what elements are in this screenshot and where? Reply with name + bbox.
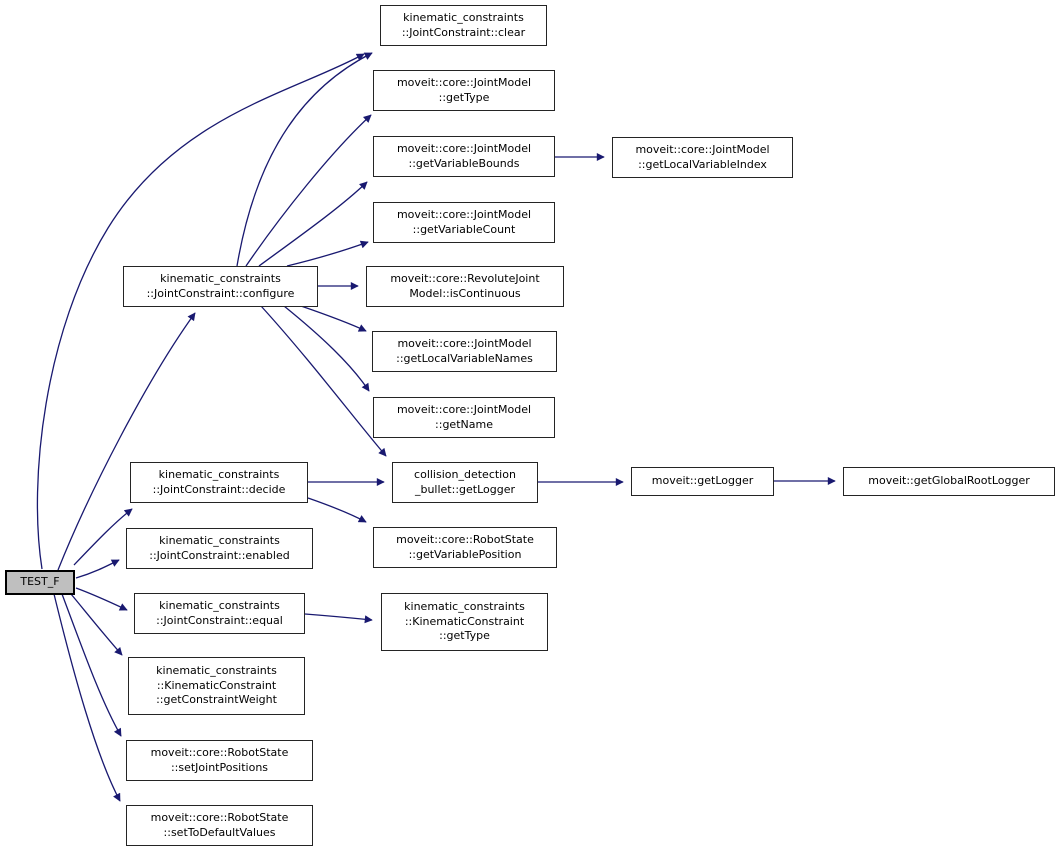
node-label: moveit::core::JointModel <box>397 337 532 350</box>
node-label: kinematic_constraints <box>404 600 525 614</box>
edge-configure-clear <box>236 52 373 267</box>
node-label: moveit::core::RevoluteJoint <box>390 272 540 285</box>
node-kinematicconstraint-getconstraintweight[interactable]: kinematic_constraints ::KinematicConstra… <box>128 657 305 715</box>
node-label: kinematic_constraints <box>160 272 281 285</box>
node-label: ::JointConstraint::clear <box>401 25 526 39</box>
edge-test_f-get_constraint_weight <box>70 593 123 656</box>
node-jointmodel-getlocalvariablenames[interactable]: moveit::core::JointModel ::getLocalVaria… <box>372 331 557 372</box>
node-label: moveit::core::RobotState <box>150 746 289 759</box>
edge-test_f-clear <box>36 53 365 570</box>
node-label: moveit::core::JointModel <box>396 403 532 416</box>
node-label: kinematic_constraints <box>158 468 280 481</box>
node-jointmodel-getvariablebounds[interactable]: moveit::core::JointModel ::getVariableBo… <box>373 136 555 177</box>
node-label: moveit::core::JointModel <box>396 142 532 155</box>
node-label: ::getVariableBounds <box>408 156 520 170</box>
node-label: TEST_F <box>20 575 60 589</box>
node-label: ::getLocalVariableIndex <box>638 157 767 171</box>
node-label: ::getName <box>435 417 493 431</box>
node-label: moveit::core::JointModel <box>396 208 532 221</box>
node-moveit-getlogger[interactable]: moveit::getLogger <box>631 467 774 496</box>
node-label: ::getType <box>439 629 490 643</box>
node-label: moveit::getLogger <box>651 474 754 488</box>
node-label: moveit::core::RobotState <box>396 533 534 546</box>
node-label: moveit::core::JointModel <box>396 76 532 89</box>
edge-configure-get_variable_bounds <box>258 181 368 267</box>
node-jointconstraint-enabled[interactable]: kinematic_constraints ::JointConstraint:… <box>126 528 313 569</box>
node-jointconstraint-configure[interactable]: kinematic_constraints ::JointConstraint:… <box>123 266 318 307</box>
node-label: ::getVariablePosition <box>408 547 522 561</box>
edge-configure-get_name <box>283 305 370 392</box>
node-jointconstraint-clear[interactable]: kinematic_constraints ::JointConstraint:… <box>380 5 547 46</box>
node-label: ::setJointPositions <box>170 760 269 774</box>
edge-test_f-configure <box>57 312 196 571</box>
node-label: _bullet::getLogger <box>414 482 516 496</box>
edge-configure-get_local_variable_names <box>300 305 367 332</box>
node-label: kinematic_constraints <box>159 599 280 612</box>
node-label: kinematic_constraints <box>403 11 524 24</box>
node-jointmodel-getname[interactable]: moveit::core::JointModel ::getName <box>373 397 555 438</box>
node-label: collision_detection <box>414 468 516 481</box>
node-label: kinematic_constraints <box>156 664 277 678</box>
node-label: ::KinematicConstraint <box>404 614 525 628</box>
edge-configure-get_variable_count <box>286 240 369 267</box>
node-revolutejointmodel-iscontinuous[interactable]: moveit::core::RevoluteJoint Model::isCon… <box>366 266 564 307</box>
edge-test_f-enabled <box>75 559 120 579</box>
edge-test_f-set_joint_positions <box>61 593 122 737</box>
node-kinematicconstraint-gettype[interactable]: kinematic_constraints ::KinematicConstra… <box>381 593 548 651</box>
edge-decide-get_variable_position <box>307 497 367 523</box>
node-label: ::setToDefaultValues <box>163 825 276 839</box>
node-label: ::getVariableCount <box>412 222 516 236</box>
node-jointmodel-getvariablecount[interactable]: moveit::core::JointModel ::getVariableCo… <box>373 202 555 243</box>
node-label: ::JointConstraint::enabled <box>149 548 290 562</box>
node-label: ::JointConstraint::equal <box>156 613 283 627</box>
edge-configure-get_type <box>245 114 372 267</box>
node-label: ::getConstraintWeight <box>156 693 277 707</box>
node-collision-detection-bullet-getlogger[interactable]: collision_detection _bullet::getLogger <box>392 462 538 503</box>
node-label: moveit::core::JointModel <box>635 143 770 156</box>
node-jointmodel-getlocalvariableindex[interactable]: moveit::core::JointModel ::getLocalVaria… <box>612 137 793 178</box>
node-jointmodel-gettype[interactable]: moveit::core::JointModel ::getType <box>373 70 555 111</box>
node-label: ::JointConstraint::configure <box>146 286 295 300</box>
node-moveit-getglobalrootlogger[interactable]: moveit::getGlobalRootLogger <box>843 467 1055 496</box>
node-robotstate-setjointpositions[interactable]: moveit::core::RobotState ::setJointPosit… <box>126 740 313 781</box>
edge-configure-bullet_get_logger <box>260 305 387 457</box>
edge-test_f-equal <box>75 587 128 611</box>
node-label: moveit::core::RobotState <box>150 811 289 824</box>
node-label: moveit::getGlobalRootLogger <box>868 474 1030 488</box>
node-robotstate-settodefaultvalues[interactable]: moveit::core::RobotState ::setToDefaultV… <box>126 805 313 846</box>
edge-test_f-decide <box>73 508 133 566</box>
node-test-f: TEST_F <box>5 570 75 595</box>
edge-test_f-set_to_default_values <box>53 593 121 802</box>
node-label: ::getType <box>438 90 490 104</box>
node-jointconstraint-decide[interactable]: kinematic_constraints ::JointConstraint:… <box>130 462 308 503</box>
node-robotstate-getvariableposition[interactable]: moveit::core::RobotState ::getVariablePo… <box>373 527 557 568</box>
node-label: ::JointConstraint::decide <box>152 482 286 496</box>
node-label: ::getLocalVariableNames <box>396 351 533 365</box>
node-label: Model::isContinuous <box>409 286 521 300</box>
edge-equal-kinematic_constraint_get_type <box>304 613 373 624</box>
node-label: ::KinematicConstraint <box>156 678 277 692</box>
node-jointconstraint-equal[interactable]: kinematic_constraints ::JointConstraint:… <box>134 593 305 634</box>
node-label: kinematic_constraints <box>159 534 280 547</box>
